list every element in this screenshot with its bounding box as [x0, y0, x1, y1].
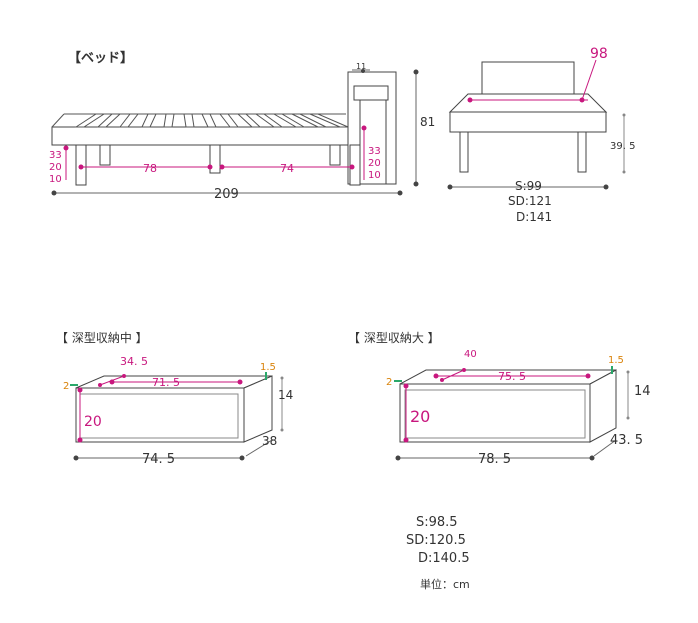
storage-size-sd: SD:120.5: [406, 533, 466, 548]
right-stack-33: 33: [368, 146, 381, 157]
storage-size-s: S:98.5: [416, 515, 458, 530]
bed-title: 【ベッド】: [68, 50, 133, 66]
sm-depth-label: 38: [262, 434, 277, 448]
front-leg-height-label: 39. 5: [610, 141, 635, 152]
left-stack-20: 20: [49, 162, 62, 173]
storage-medium-title: 【 深型収納中 】: [56, 330, 148, 345]
sl-right-thick-label: 1.5: [608, 355, 624, 366]
total-length-label: 209: [214, 187, 239, 202]
bed-front-dimensions: [447, 59, 626, 190]
bed-slats: [51, 113, 349, 128]
storage-size-d: D:140.5: [418, 551, 470, 566]
text-layer: 【ベッド】 11 81 209 78 74 33 20 10 33 20 10 …: [49, 46, 651, 591]
sm-width-label: 74. 5: [142, 452, 175, 467]
sl-depth-label: 43. 5: [610, 433, 643, 448]
sm-right-thick-label: 1.5: [260, 362, 276, 373]
storage-large-title: 【 深型収納大 】: [348, 331, 440, 345]
sm-top-depth-label: 34. 5: [120, 355, 148, 368]
dim-dots: [51, 69, 419, 196]
sm-front-height-label: 20: [84, 414, 102, 430]
sm-inner-width-label: 71. 5: [152, 376, 180, 389]
sl-top-depth-label: 40: [464, 349, 477, 360]
front-size-sd: SD:121: [508, 194, 552, 208]
bed-front-view: [448, 61, 608, 173]
storage-large-drawing: [399, 369, 617, 443]
bed-side-view: [51, 71, 397, 186]
front-width-label: 98: [590, 46, 608, 62]
leg-span-right-label: 74: [280, 162, 294, 175]
sl-side-height-label: 14: [634, 384, 651, 399]
sm-side-height-label: 14: [278, 388, 293, 402]
right-stack-20: 20: [368, 158, 381, 169]
left-stack-33: 33: [49, 150, 62, 161]
sl-front-height-label: 20: [410, 407, 430, 426]
total-height-label: 81: [420, 115, 435, 129]
front-headboard: [481, 61, 575, 95]
storage-medium-drawing: [75, 375, 273, 443]
bed-leg: [209, 144, 221, 174]
bed-side-dimensions: [54, 69, 417, 194]
bed-leg: [349, 144, 361, 186]
storage-large-dimensions: [394, 366, 630, 461]
unit-label: 単位：cm: [420, 577, 470, 591]
bed-leg: [99, 144, 111, 166]
right-stack-10: 10: [368, 170, 381, 181]
sl-inner-width-label: 75. 5: [498, 370, 526, 383]
headboard-depth-label: 11: [356, 62, 366, 71]
sl-width-label: 78. 5: [478, 452, 511, 467]
left-stack-10: 10: [49, 174, 62, 185]
bed-leg: [329, 144, 341, 166]
sm-left-thick-label: 2: [63, 381, 69, 392]
storage-medium-dimensions: [70, 372, 284, 461]
leg-span-left-label: 78: [143, 162, 157, 175]
sl-left-thick-label: 2: [386, 377, 392, 388]
front-size-s: S:99: [515, 179, 542, 193]
front-size-d: D:141: [516, 210, 552, 224]
